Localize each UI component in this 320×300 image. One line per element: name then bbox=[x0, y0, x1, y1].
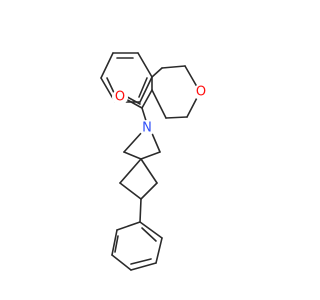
azetidine-ring bbox=[123, 130, 161, 160]
atom-label-azetidine-nitrogen: N bbox=[142, 121, 152, 136]
oxane-ring bbox=[151, 65, 201, 119]
bottom-phenyl-ring bbox=[111, 198, 163, 271]
molecule-structure-diagram: O N O bbox=[100, 52, 209, 271]
atom-oxane-oxygen: O bbox=[193, 84, 209, 100]
atom-label-carbonyl-oxygen: O bbox=[115, 90, 125, 105]
atom-azetidine-nitrogen: N bbox=[139, 120, 155, 136]
top-phenyl-ring bbox=[100, 52, 153, 103]
atom-carbonyl-oxygen: O bbox=[112, 89, 128, 105]
atom-label-oxane-oxygen: O bbox=[196, 85, 206, 100]
cyclobutane-ring bbox=[119, 158, 158, 200]
